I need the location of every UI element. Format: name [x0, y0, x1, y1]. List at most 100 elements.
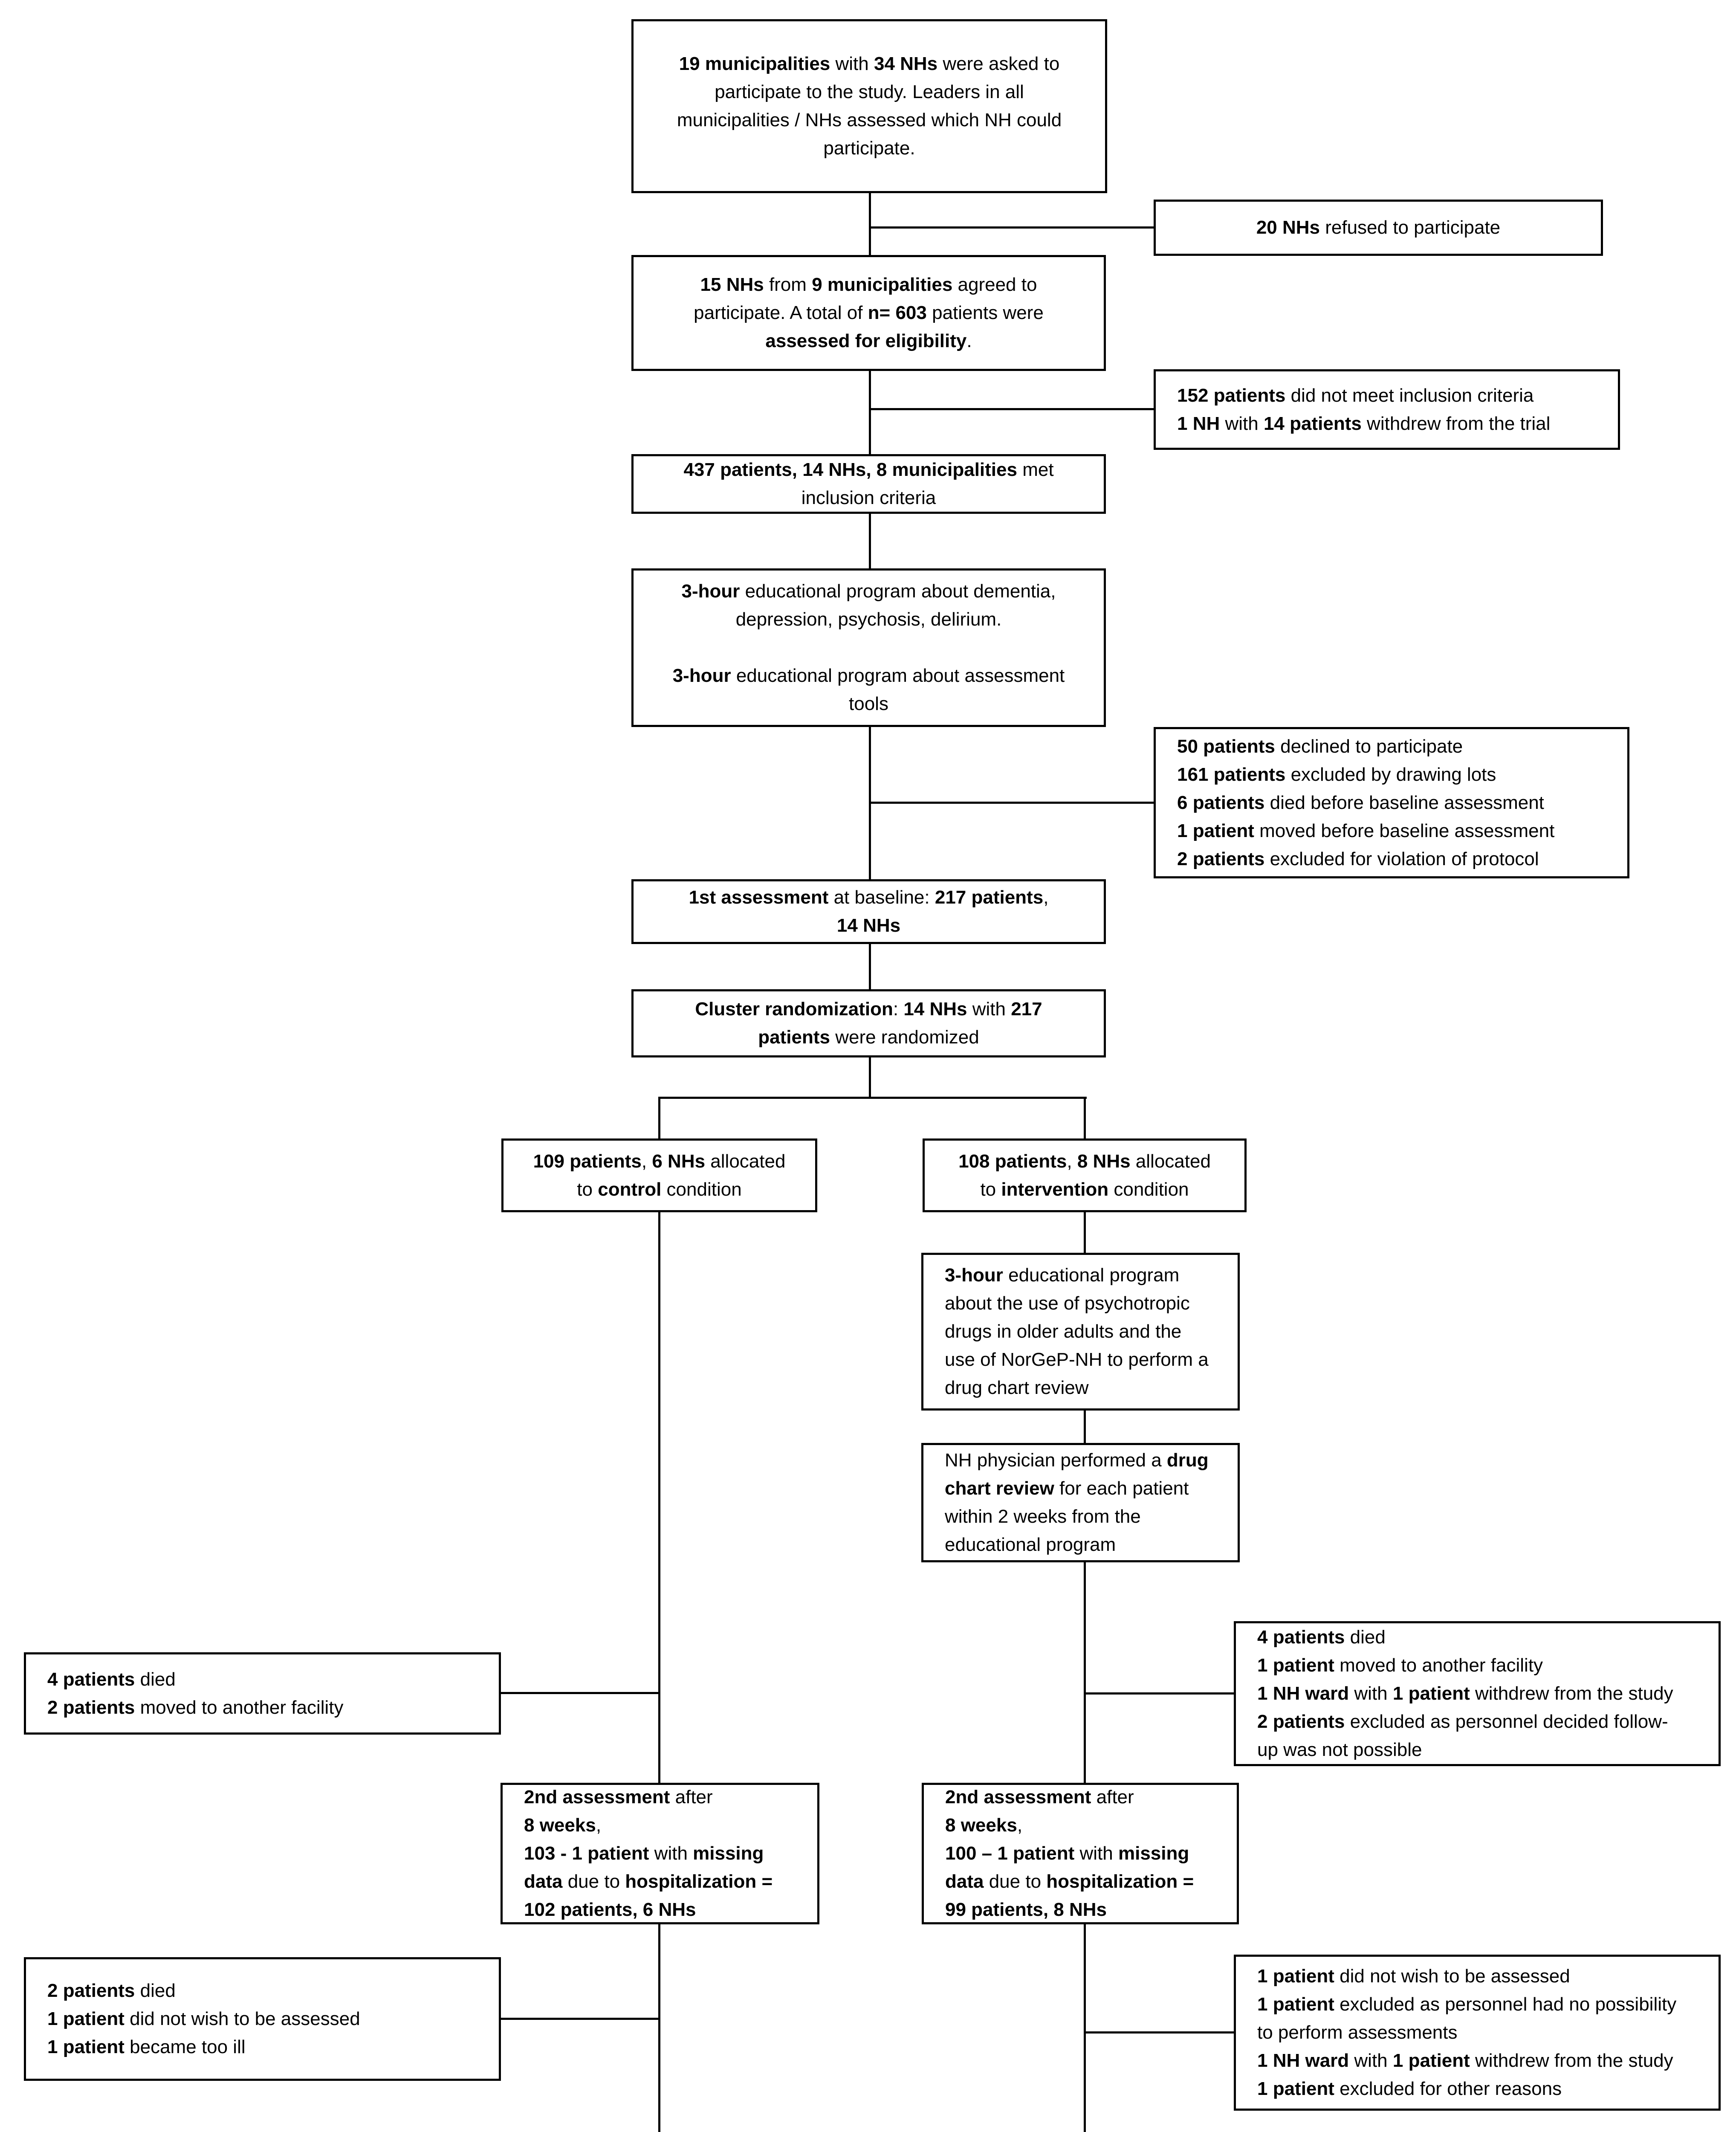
- text-line: patients were randomized: [758, 1027, 979, 1048]
- flow-box-first-assessment: 1st assessment at baseline: 217 patients…: [631, 879, 1106, 944]
- text-line: 1st assessment at baseline: 217 patients…: [689, 887, 1049, 908]
- text-line: 6 patients died before baseline assessme…: [1177, 792, 1544, 813]
- text-line: 4 patients died: [47, 1669, 176, 1690]
- text-line: [646, 634, 1091, 662]
- connector-to-control-dropouts-1: [501, 1692, 659, 1694]
- text-line: 20 NHs refused to participate: [1256, 217, 1501, 238]
- text-line: data due to hospitalization =: [945, 1871, 1194, 1892]
- flow-box-municipalities-asked: 19 municipalities with 34 NHs were asked…: [631, 19, 1107, 193]
- flow-box-control-dropouts-2: 2 patients died 1 patient did not wish to…: [24, 1957, 501, 2081]
- text-line: 99 patients, 8 NHs: [945, 1899, 1107, 1920]
- text-line: 1 patient did not wish to be assessed: [1257, 1966, 1570, 1987]
- text-line: participate to the study. Leaders in all: [715, 81, 1024, 102]
- connector-branch-to-intervention: [1084, 1097, 1086, 1138]
- text-line: 1 patient moved to another facility: [1257, 1655, 1543, 1676]
- text-line: 8 weeks,: [524, 1815, 602, 1836]
- flow-box-nhs-agreed: 15 NHs from 9 municipalities agreed to pa…: [631, 255, 1106, 371]
- flow-box-intervention-education: 3-hour educational program about the use …: [921, 1253, 1240, 1411]
- text-line: participate.: [823, 138, 915, 159]
- flow-box-intervention-allocation: 108 patients, 8 NHs allocated to interven…: [923, 1138, 1247, 1212]
- text-line: use of NorGeP-NH to perform a: [945, 1349, 1209, 1370]
- text-line: 3-hour educational program about assessm…: [672, 665, 1065, 686]
- text-line: depression, psychosis, delirium.: [735, 609, 1002, 630]
- connector-asked-to-agreed: [869, 192, 871, 255]
- text-line: 4 patients died: [1257, 1627, 1386, 1648]
- text-line: 3-hour educational program: [945, 1265, 1180, 1286]
- text-line: inclusion criteria: [801, 487, 936, 508]
- flow-box-cluster-randomization: Cluster randomization: 14 NHs with 217 pa…: [631, 989, 1106, 1057]
- flow-box-not-meet-criteria: 152 patients did not meet inclusion crit…: [1154, 369, 1620, 450]
- connector-first-to-randomization: [869, 943, 871, 989]
- text-line: about the use of psychotropic: [945, 1293, 1190, 1314]
- text-line: 103 - 1 patient with missing: [524, 1843, 764, 1864]
- text-line: 15 NHs from 9 municipalities agreed to: [700, 274, 1037, 295]
- text-line: participate. A total of n= 603 patients …: [694, 302, 1044, 323]
- text-line: 1 patient moved before baseline assessme…: [1177, 820, 1555, 841]
- flow-box-drug-chart-review: NH physician performed a drug chart revie…: [921, 1443, 1240, 1562]
- text-line: 100 – 1 patient with missing: [945, 1843, 1189, 1864]
- text-line: to control condition: [577, 1179, 742, 1200]
- text-line: NH physician performed a drug: [945, 1450, 1209, 1471]
- text-line: municipalities / NHs assessed which NH c…: [677, 110, 1062, 130]
- flow-box-intervention-dropouts-1: 4 patients died 1 patient moved to anothe…: [1234, 1621, 1721, 1766]
- text-line: up was not possible: [1257, 1739, 1422, 1760]
- text-line: tools: [849, 693, 888, 714]
- text-line: chart review for each patient: [945, 1478, 1189, 1499]
- text-line: to perform assessments: [1257, 2022, 1458, 2043]
- flow-box-pre-baseline-exclusions: 50 patients declined to participate 161 p…: [1154, 727, 1629, 878]
- connector-met-to-education: [869, 513, 871, 568]
- connector-to-refused-box: [869, 226, 1154, 229]
- connector-review-to-2nd: [1084, 1561, 1086, 1783]
- connector-intervention-2nd-to-3rd: [1084, 1923, 1086, 2132]
- flow-box-control-dropouts-1: 4 patients died 2 patients moved to anoth…: [24, 1652, 501, 1735]
- connector-randomization-branch: [658, 1097, 1087, 1099]
- text-line: educational program: [945, 1534, 1116, 1555]
- connector-to-intervention-dropouts-1: [1084, 1692, 1234, 1695]
- text-line: drug chart review: [945, 1377, 1089, 1398]
- text-line: 14 NHs: [836, 915, 901, 936]
- text-line: 1 NH ward with 1 patient withdrew from t…: [1257, 1683, 1673, 1704]
- text-line: 2 patients moved to another facility: [47, 1697, 344, 1718]
- text-line: 1 patient excluded as personnel had no p…: [1257, 1994, 1677, 2015]
- text-line: 1 patient did not wish to be assessed: [47, 2008, 360, 2029]
- text-line: 2 patients excluded as personnel decided…: [1257, 1711, 1668, 1732]
- text-line: assessed for eligibility.: [765, 330, 972, 351]
- text-line: to intervention condition: [980, 1179, 1189, 1200]
- text-line: 1 NH with 14 patients withdrew from the …: [1177, 413, 1551, 434]
- text-line: drugs in older adults and the: [945, 1321, 1182, 1342]
- text-line: 2nd assessment after: [524, 1787, 713, 1808]
- text-line: 1 NH ward with 1 patient withdrew from t…: [1257, 2050, 1673, 2071]
- flow-box-control-2nd-assessment: 2nd assessment after 8 weeks, 103 - 1 pati…: [501, 1783, 819, 1924]
- flow-box-educational-program: 3-hour educational program about dementi…: [631, 568, 1106, 727]
- text-line: Cluster randomization: 14 NHs with 217: [695, 999, 1042, 1020]
- text-line: 1 patient became too ill: [47, 2036, 246, 2057]
- text-line: 1 patient excluded for other reasons: [1257, 2078, 1562, 2099]
- connector-to-control-dropouts-2: [501, 2018, 659, 2020]
- text-line: 50 patients declined to participate: [1177, 736, 1463, 757]
- connector-to-intervention-dropouts-2: [1084, 2031, 1234, 2034]
- connector-branch-to-control: [658, 1097, 660, 1138]
- text-line: 2 patients died: [47, 1980, 176, 2001]
- text-line: 19 municipalities with 34 NHs were asked…: [679, 53, 1060, 74]
- text-line: 161 patients excluded by drawing lots: [1177, 764, 1496, 785]
- connector-intervention-to-education: [1084, 1211, 1086, 1253]
- text-line: data due to hospitalization =: [524, 1871, 773, 1892]
- text-line: 437 patients, 14 NHs, 8 municipalities m…: [683, 459, 1054, 480]
- connector-to-notmeet-box: [869, 408, 1154, 410]
- text-line: 108 patients, 8 NHs allocated: [958, 1150, 1211, 1172]
- connector-control-column: [658, 1211, 660, 1783]
- connector-to-prebaseline-exclusions: [869, 802, 1154, 804]
- text-line: within 2 weeks from the: [945, 1506, 1141, 1527]
- text-line: 2 patients excluded for violation of pro…: [1177, 848, 1539, 869]
- connector-control-2nd-to-3rd: [658, 1923, 660, 2132]
- flow-box-intervention-dropouts-2: 1 patient did not wish to be assessed 1 p…: [1234, 1955, 1721, 2111]
- connector-randomization-stem: [869, 1057, 871, 1098]
- connector-agreed-to-met: [869, 370, 871, 454]
- text-line: 102 patients, 6 NHs: [524, 1899, 696, 1920]
- flow-box-met-criteria: 437 patients, 14 NHs, 8 municipalities m…: [631, 454, 1106, 514]
- text-line: 2nd assessment after: [945, 1787, 1134, 1808]
- connector-education-to-review: [1084, 1410, 1086, 1443]
